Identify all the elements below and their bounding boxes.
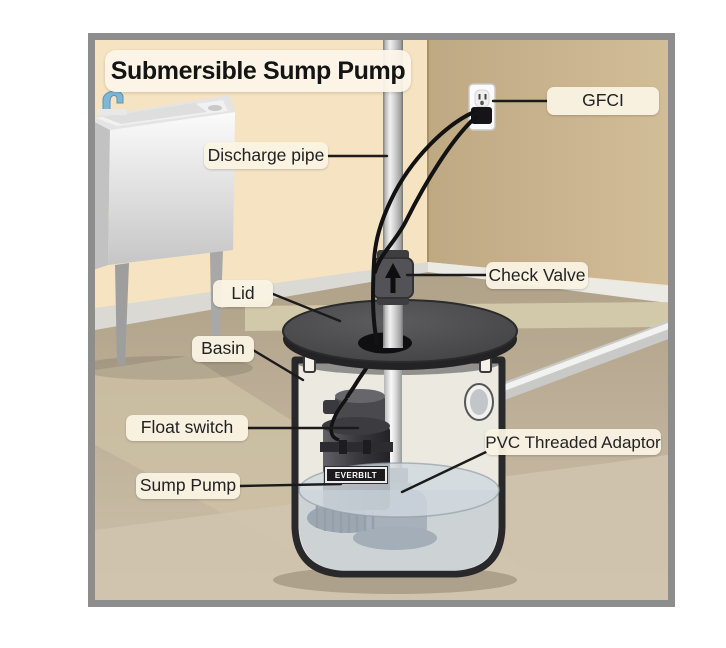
outlet-ground-hole (480, 100, 484, 106)
leader-sump-pump (238, 482, 343, 488)
label-pvc-adaptor: PVC Threaded Adaptor (485, 429, 661, 455)
outlet-slot (478, 94, 481, 100)
power-cords (371, 110, 478, 345)
leader-lid (271, 292, 342, 323)
label-sump-pump: Sump Pump (136, 473, 240, 499)
sink-shadow (95, 356, 253, 380)
sink-front-face (108, 112, 235, 265)
power-cord-1 (372, 110, 476, 264)
label-gfci: GFCI (547, 87, 659, 115)
clamp-buckle (339, 440, 347, 454)
label-basin: Basin (192, 336, 254, 362)
inlet-pipe (466, 321, 668, 411)
float-switch-top (335, 389, 385, 403)
faucet-icon (102, 90, 124, 111)
up-arrow-icon (385, 263, 401, 293)
inlet-pipe-body (466, 321, 668, 411)
label-float-switch: Float switch (126, 415, 248, 441)
power-cord-down (371, 260, 379, 345)
scene-svg (95, 40, 668, 600)
pump-brand-plate: EVERBILT (325, 467, 387, 483)
basin-inlet-hole-inner (470, 389, 488, 415)
sink-drain-hole (208, 105, 222, 111)
inlet-pipe-highlight (474, 322, 668, 401)
pump-clamp-band (320, 442, 393, 452)
sink-leg-left (115, 263, 129, 365)
pump-top-cap (322, 417, 390, 435)
leader-basin (251, 348, 305, 382)
clamp-buckle (363, 440, 371, 454)
faucet-base (97, 109, 127, 115)
power-plug (471, 107, 492, 124)
label-check-valve: Check Valve (486, 262, 588, 289)
label-discharge-pipe: Discharge pipe (204, 142, 328, 169)
power-cord-2 (373, 115, 478, 274)
outlet-slot (484, 94, 487, 100)
sink-left-face (95, 122, 110, 270)
right-wall (428, 40, 668, 285)
leader-pvc-adaptor (400, 450, 488, 494)
label-lid: Lid (213, 280, 273, 307)
sink-basin-opening (103, 103, 207, 124)
diagram-title: Submersible Sump Pump (105, 50, 411, 92)
diagram-frame (88, 33, 675, 607)
leader-lines (238, 99, 549, 494)
float-tether (329, 396, 349, 442)
float-switch-mouth (323, 400, 339, 414)
utility-sink (95, 90, 253, 380)
gfci-outlet-icon (468, 83, 496, 131)
